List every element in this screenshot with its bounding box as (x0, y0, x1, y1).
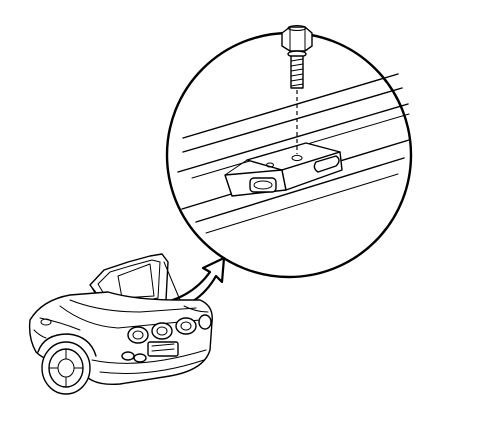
frame-rail-lines (177, 73, 410, 234)
rear-vehicle-view (28, 253, 213, 395)
bracket-assembly (224, 142, 343, 197)
bolt-icon (281, 25, 313, 154)
